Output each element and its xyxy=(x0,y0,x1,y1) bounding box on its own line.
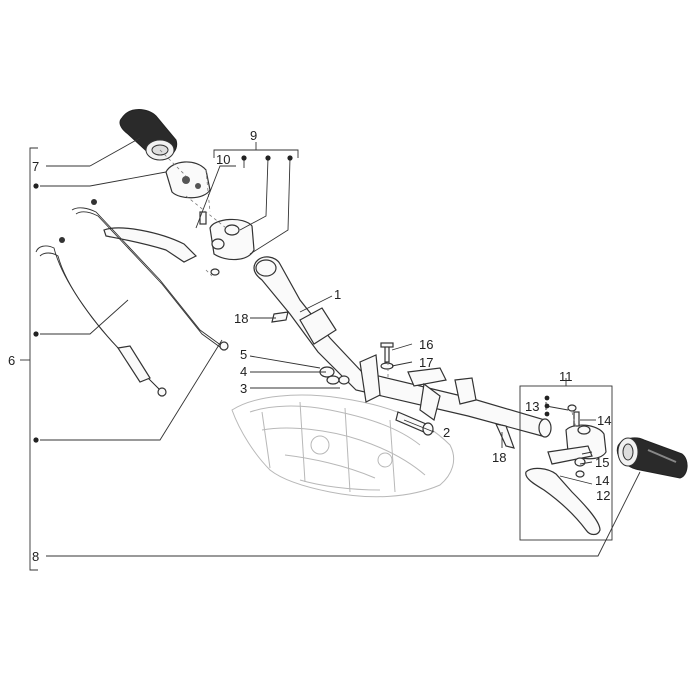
callout-18b: 18 xyxy=(492,450,506,465)
explode-lines xyxy=(159,149,577,429)
leader-lines xyxy=(40,137,641,557)
callout-4: 4 xyxy=(240,364,247,379)
callout-17: 17 xyxy=(419,355,433,370)
callout-14b: 14 xyxy=(595,473,609,488)
left-lever-assembly xyxy=(103,211,255,276)
clip-part-18-left xyxy=(271,311,289,323)
callout-14a: 14 xyxy=(597,413,611,428)
left-grip-part-7 xyxy=(119,109,178,161)
washers-parts-3-4-5 xyxy=(319,366,350,385)
bullet-dots xyxy=(33,155,550,443)
left-switch-housing xyxy=(165,161,211,199)
callout-11: 11 xyxy=(559,369,573,384)
callout-1: 1 xyxy=(334,287,341,302)
group-bracket-6-8 xyxy=(20,147,38,571)
callout-18a: 18 xyxy=(234,311,248,326)
callout-16: 16 xyxy=(419,337,433,352)
callout-2: 2 xyxy=(443,425,450,440)
callout-7: 7 xyxy=(32,159,39,174)
callout-8: 8 xyxy=(32,549,39,564)
cables-part-6 xyxy=(35,199,229,397)
fairing-ghost xyxy=(231,394,455,498)
callout-12: 12 xyxy=(596,488,610,503)
callout-10: 10 xyxy=(216,152,230,167)
callout-5: 5 xyxy=(240,347,247,362)
callout-13: 13 xyxy=(525,399,539,414)
right-grip-part-8 xyxy=(616,437,688,479)
clip-part-18-right xyxy=(494,423,515,449)
callout-labels: 1 2 3 4 5 6 7 8 9 10 11 12 13 14 14 15 1… xyxy=(8,128,611,564)
right-lever-assembly xyxy=(525,404,607,536)
callout-9: 9 xyxy=(250,128,257,143)
callout-6: 6 xyxy=(8,353,15,368)
group-bracket-11 xyxy=(519,378,613,541)
bolt-part-2 xyxy=(395,411,434,436)
group-bracket-9 xyxy=(213,142,299,158)
callout-15: 15 xyxy=(595,455,609,470)
callout-3: 3 xyxy=(240,381,247,396)
bolt-part-16 xyxy=(380,342,394,370)
